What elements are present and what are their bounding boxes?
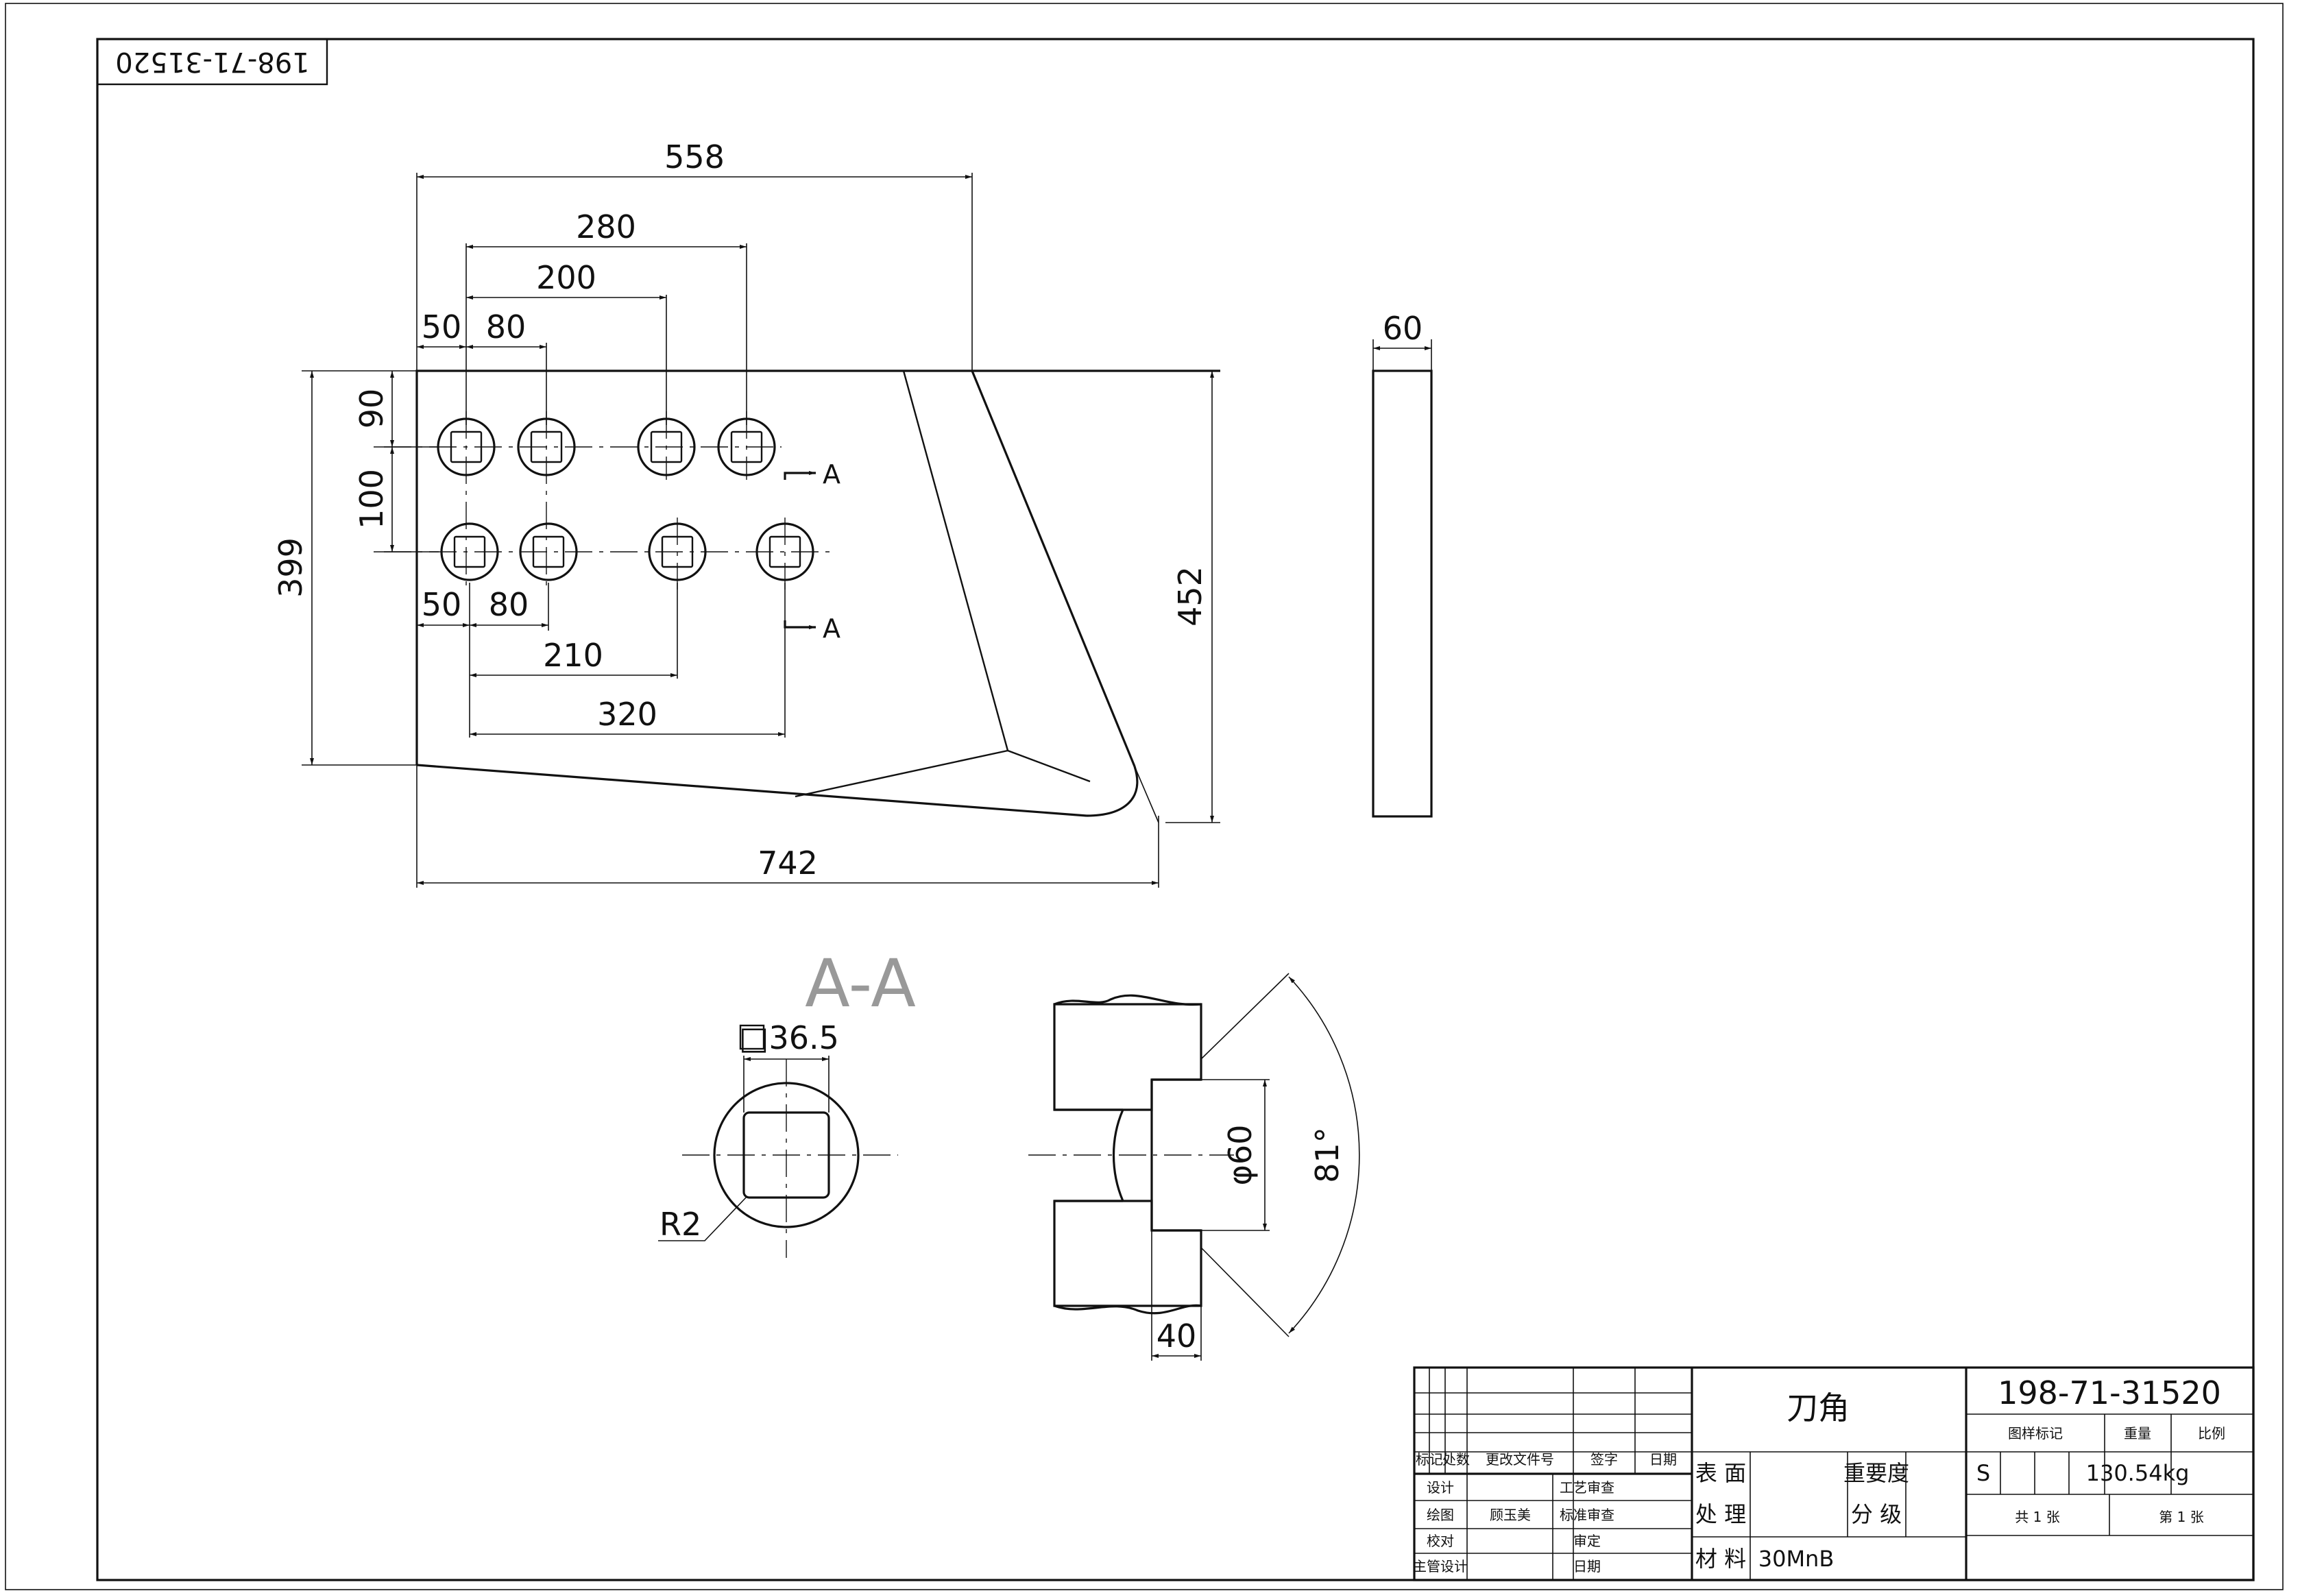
side-view: 60 [1372,310,1433,818]
dim-320: 320 [597,696,657,733]
drawing-number: 198-71-31520 [1998,1374,2221,1411]
weight-value: 130.54kg [2086,1460,2190,1486]
outer-border [5,3,2284,1590]
dim-90: 90 [353,389,390,429]
dim-50-top: 50 [422,308,462,345]
dim-80-top: 80 [486,308,526,345]
dim-558: 558 [664,138,725,175]
rev-header-sign: 签字 [1590,1451,1618,1468]
dim-210: 210 [543,637,603,674]
material-value: 30MnB [1758,1546,1835,1572]
surface-label: 表 面 [1695,1460,1746,1486]
importance-label: 重要度 [1843,1460,1909,1486]
review-approve: 审定 [1573,1533,1601,1549]
dim-80-bottom: 80 [489,586,529,623]
weight-header: 重量 [2124,1425,2151,1442]
role-chief: 主管设计 [1413,1558,1468,1575]
scale-header: 比例 [2198,1425,2225,1442]
review-date: 日期 [1573,1558,1601,1575]
rev-header-mark: 标记 [1416,1451,1443,1468]
dim-50-bottom: 50 [422,586,462,623]
counterbore-section: φ60 40 81° [1028,973,1360,1361]
rev-header-date: 日期 [1649,1451,1677,1468]
stamp-number: 198-71-31520 [115,46,309,77]
sheets-total: 共 1 张 [2015,1509,2059,1525]
stamp-box [96,38,328,86]
grade-label: 分 级 [1851,1501,1902,1527]
dim-399: 399 [272,537,309,598]
part-name: 刀角 [1787,1389,1850,1426]
dim-200: 200 [536,259,596,296]
dim-81deg: 81° [1309,1127,1346,1183]
title-block: 标记 处数 更改文件号 签字 日期 设计 绘图 校对 主管设计 顾玉美 工艺审查… [1413,1366,2255,1581]
section-marker-top: A [823,459,840,489]
review-standard: 标准审查 [1560,1507,1614,1523]
square-hole-detail: □36.5 R2 [658,1019,898,1258]
front-view-dimensions: 558 280 200 50 80 90 100 399 50 80 [272,138,1220,888]
section-label: A-A [805,945,916,1022]
treatment-label: 处 理 [1695,1501,1746,1527]
inner-frame [96,38,2255,1581]
mark-s: S [1976,1460,1990,1486]
dim-r2: R2 [659,1206,701,1243]
sheet-number: 第 1 张 [2159,1509,2203,1525]
rev-header-doc: 更改文件号 [1486,1451,1554,1468]
material-label: 材 料 [1695,1546,1746,1572]
marks-header: 图样标记 [2008,1425,2063,1442]
dim-280: 280 [576,208,636,245]
drafter-name: 顾玉美 [1490,1507,1531,1523]
role-check: 校对 [1427,1533,1454,1549]
dim-100: 100 [353,469,390,529]
role-drawing: 绘图 [1427,1507,1454,1523]
role-design: 设计 [1427,1479,1454,1496]
dim-40: 40 [1157,1317,1197,1355]
review-process: 工艺审查 [1560,1479,1614,1496]
dim-60: 60 [1383,310,1423,347]
section-marker-bottom: A [823,614,840,644]
dim-742: 742 [758,845,818,882]
dim-452: 452 [1172,566,1209,627]
rev-header-count: 处数 [1442,1451,1470,1468]
dim-square-36.5: □36.5 [739,1019,839,1056]
dim-phi60: φ60 [1222,1125,1259,1186]
